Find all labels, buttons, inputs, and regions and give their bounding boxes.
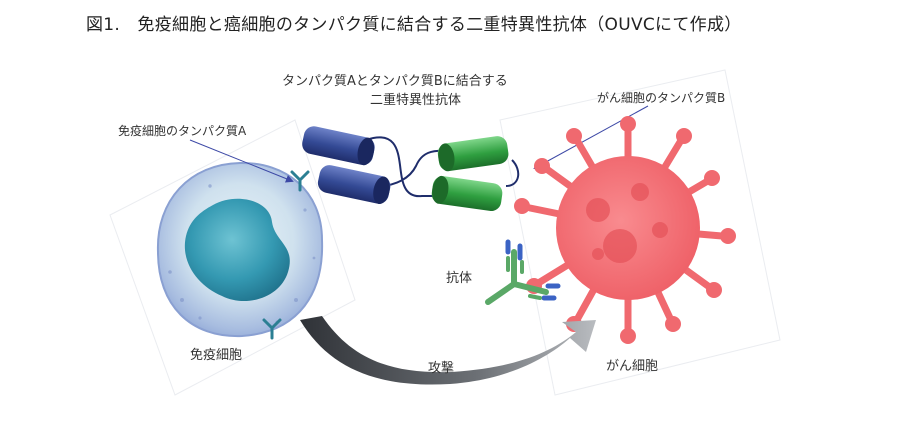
cancer-cell: [514, 116, 736, 344]
protein-b-label: がん細胞のタンパク質B: [597, 91, 726, 105]
bispecific-green-arm-2: [431, 175, 503, 212]
bispecific-green-arm-1: [437, 136, 509, 172]
immune-cell: [156, 161, 324, 340]
immune-cell-frame: [109, 119, 356, 396]
bispecific-antibody: [302, 126, 520, 212]
antibody: [485, 239, 561, 305]
bispecific-blue-arm-1: [302, 126, 375, 166]
attack-arrow: [300, 316, 596, 385]
bispecific-blue-arm-2: [317, 165, 391, 205]
figure-title: 図1. 免疫細胞と癌細胞のタンパク質に結合する二重特異性抗体（OUVCにて作成）: [86, 15, 742, 35]
protein-a-label: 免疫細胞のタンパク質A: [118, 124, 247, 138]
cancer-cell-frame: [499, 69, 781, 396]
immune-cell-label: 免疫細胞: [190, 348, 243, 363]
immune-receptor-a: [290, 170, 310, 192]
antibody-label: 抗体: [446, 271, 473, 286]
protein-a-pointer: [189, 139, 294, 183]
bispecific-antibody-label-line2: 二重特異性抗体: [370, 93, 462, 108]
cancer-cell-spots: [586, 183, 668, 263]
bispecific-antibody-label-line1: タンパク質Aとタンパク質Bに結合する: [282, 74, 508, 89]
cancer-cell-label: がん細胞: [606, 359, 659, 374]
attack-label: 攻撃: [428, 361, 455, 376]
immune-receptor-a-2: [262, 318, 282, 340]
immune-cell-nucleus: [184, 198, 290, 302]
